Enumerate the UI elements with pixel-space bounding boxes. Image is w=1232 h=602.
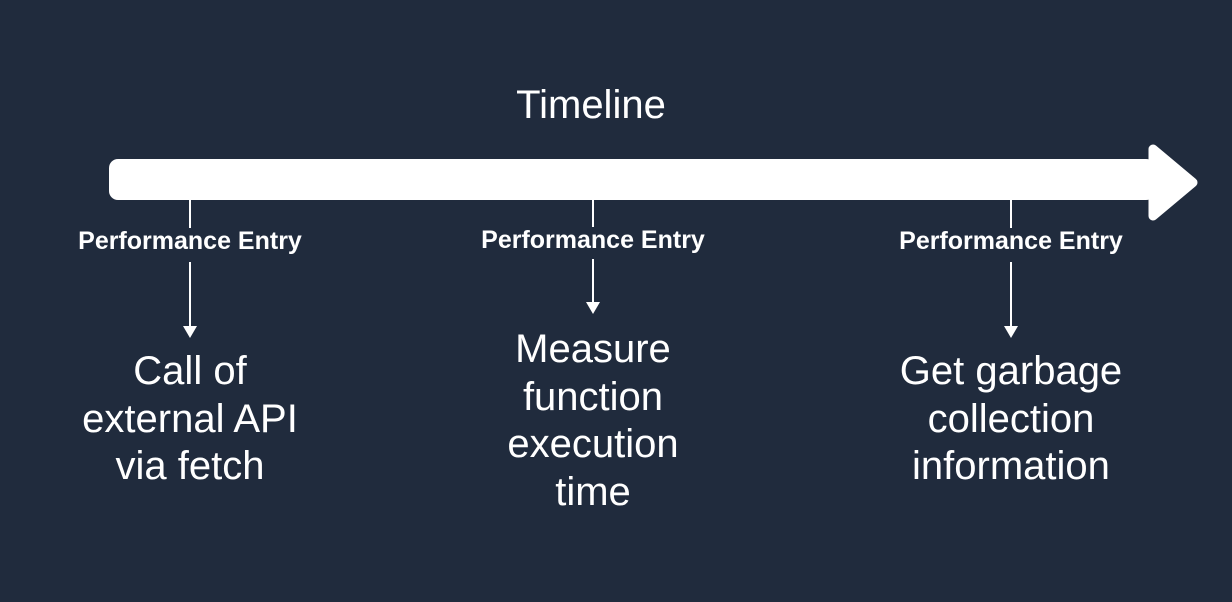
arrowhead-icon xyxy=(586,302,600,314)
down-arrow-icon xyxy=(1004,262,1018,338)
performance-entry-label: Performance Entry xyxy=(899,227,1123,255)
performance-entry-label: Performance Entry xyxy=(78,227,302,255)
timeline-title: Timeline xyxy=(516,83,666,127)
marker-description: Get garbage collection information xyxy=(899,349,1123,488)
down-arrow-icon xyxy=(183,262,197,338)
arrow-shaft xyxy=(189,262,191,326)
performance-entry-label: Performance Entry xyxy=(481,226,705,254)
tick-line xyxy=(1010,200,1012,228)
arrow-shaft xyxy=(592,259,594,302)
tick-line xyxy=(592,200,594,227)
marker-description: Call of external API via fetch xyxy=(82,349,298,488)
arrowhead-icon xyxy=(1004,326,1018,338)
timeline-arrow-icon xyxy=(109,144,1198,221)
arrow-shaft xyxy=(1010,262,1012,326)
timeline-arrowhead-icon xyxy=(1148,144,1198,221)
tick-line xyxy=(189,200,191,228)
marker-description: Measure function execution time xyxy=(507,327,679,514)
arrowhead-icon xyxy=(183,326,197,338)
timeline-marker-fetch: Performance Entry Call of external API v… xyxy=(30,200,350,491)
timeline-bar xyxy=(109,159,1155,200)
timeline-marker-gc: Performance Entry Get garbage collection… xyxy=(851,200,1171,491)
timeline-marker-measure: Performance Entry Measure function execu… xyxy=(433,200,753,516)
down-arrow-icon xyxy=(586,259,600,314)
